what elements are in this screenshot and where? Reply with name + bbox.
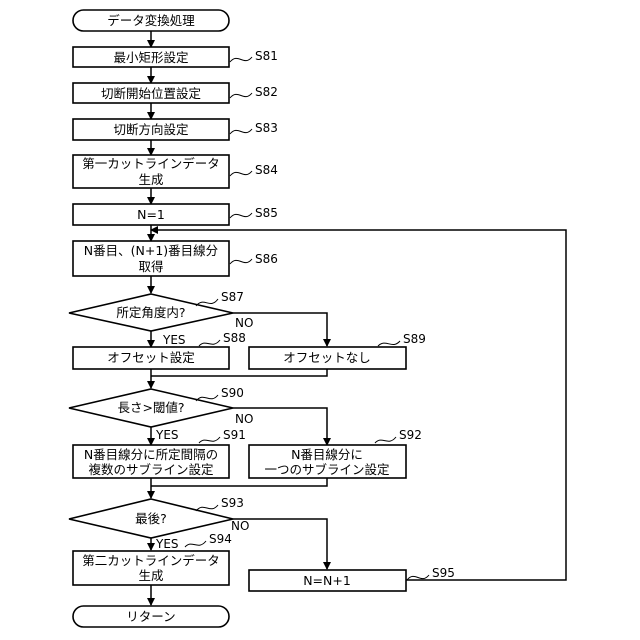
arrow-s92-merge bbox=[151, 478, 327, 486]
node-s83: 切断方向設定 bbox=[73, 119, 229, 140]
step-label-s85: S85 bbox=[255, 206, 278, 220]
s92-label-line1: N番目線分に bbox=[291, 447, 363, 462]
step-label-s84: S84 bbox=[255, 163, 278, 177]
step-label-s90: S90 bbox=[221, 386, 244, 400]
leader-s94 bbox=[185, 541, 206, 547]
node-s84: 第一カットラインデータ 生成 bbox=[73, 155, 229, 188]
node-s89: オフセットなし bbox=[249, 347, 406, 369]
s87-yes-label: YES bbox=[162, 333, 186, 347]
step-label-s83: S83 bbox=[255, 121, 278, 135]
leader-s84 bbox=[230, 171, 252, 176]
step-label-s86: S86 bbox=[255, 252, 278, 266]
s90-no-label: NO bbox=[235, 412, 253, 426]
leader-s89 bbox=[378, 341, 400, 346]
step-label-s94: S94 bbox=[209, 532, 232, 546]
step-label-s82: S82 bbox=[255, 85, 278, 99]
decision-s90: 長さ>閾値? bbox=[69, 389, 233, 427]
s87-no-label: NO bbox=[235, 316, 253, 330]
step-label-s95: S95 bbox=[432, 566, 455, 580]
step-label-s92: S92 bbox=[399, 428, 422, 442]
s92-label-line2: 一つのサブライン設定 bbox=[264, 462, 389, 477]
step-label-s87: S87 bbox=[221, 290, 244, 304]
step-label-s88: S88 bbox=[223, 331, 246, 345]
node-s88: オフセット設定 bbox=[73, 347, 229, 369]
leader-s91 bbox=[199, 437, 220, 443]
s91-label-line2: 複数のサブライン設定 bbox=[88, 462, 213, 477]
s83-label: 切断方向設定 bbox=[113, 122, 188, 137]
node-s85: N=1 bbox=[73, 204, 229, 225]
decision-s87: 所定角度内? bbox=[69, 294, 233, 331]
s82-label: 切断開始位置設定 bbox=[101, 86, 201, 101]
s94-label-line1: 第二カットラインデータ bbox=[82, 553, 220, 568]
node-end: リターン bbox=[73, 606, 229, 627]
step-label-s89: S89 bbox=[403, 332, 426, 346]
node-s95: N=N+1 bbox=[249, 570, 406, 591]
arrow-s89-merge bbox=[151, 369, 327, 376]
leader-s86 bbox=[230, 259, 252, 264]
node-s92: N番目線分に 一つのサブライン設定 bbox=[249, 445, 406, 478]
node-s82: 切断開始位置設定 bbox=[73, 83, 229, 103]
node-start: データ変換処理 bbox=[73, 10, 229, 31]
s93-label: 最後? bbox=[135, 511, 167, 526]
leader-s83 bbox=[230, 129, 252, 134]
s95-label: N=N+1 bbox=[303, 573, 351, 588]
s94-label-line2: 生成 bbox=[138, 568, 163, 583]
s90-label: 長さ>閾値? bbox=[117, 400, 184, 415]
s81-label: 最小矩形設定 bbox=[113, 50, 188, 65]
s86-label-line2: 取得 bbox=[138, 259, 163, 274]
node-s86: N番目、(N+1)番目線分 取得 bbox=[73, 241, 229, 276]
s84-label-line1: 第一カットラインデータ bbox=[82, 156, 220, 171]
s91-label-line1: N番目線分に所定間隔の bbox=[84, 447, 218, 462]
leader-s88 bbox=[199, 340, 220, 346]
s85-label: N=1 bbox=[137, 207, 165, 222]
node-s91: N番目線分に所定間隔の 複数のサブライン設定 bbox=[73, 445, 229, 478]
step-label-s91: S91 bbox=[223, 428, 246, 442]
start-label: データ変換処理 bbox=[107, 13, 195, 28]
s93-yes-label: YES bbox=[155, 537, 179, 551]
s93-no-label: NO bbox=[231, 519, 249, 533]
node-s94: 第二カットラインデータ 生成 bbox=[73, 551, 229, 585]
step-label-s81: S81 bbox=[255, 49, 278, 63]
s86-label-line1: N番目、(N+1)番目線分 bbox=[84, 243, 218, 258]
step-labels: S81 S82 S83 S84 S85 S86 S87 S88 S89 S90 … bbox=[209, 49, 455, 580]
s89-label: オフセットなし bbox=[283, 350, 371, 365]
leader-s82 bbox=[230, 93, 252, 98]
leader-s85 bbox=[230, 213, 252, 218]
node-s81: 最小矩形設定 bbox=[73, 47, 229, 67]
s90-yes-label: YES bbox=[155, 428, 179, 442]
s88-label: オフセット設定 bbox=[107, 350, 195, 365]
step-label-s93: S93 bbox=[221, 496, 244, 510]
leader-s81 bbox=[230, 57, 252, 62]
end-label: リターン bbox=[126, 609, 175, 624]
s87-label: 所定角度内? bbox=[116, 305, 185, 320]
leader-s92 bbox=[375, 437, 396, 443]
s84-label-line2: 生成 bbox=[138, 172, 163, 187]
